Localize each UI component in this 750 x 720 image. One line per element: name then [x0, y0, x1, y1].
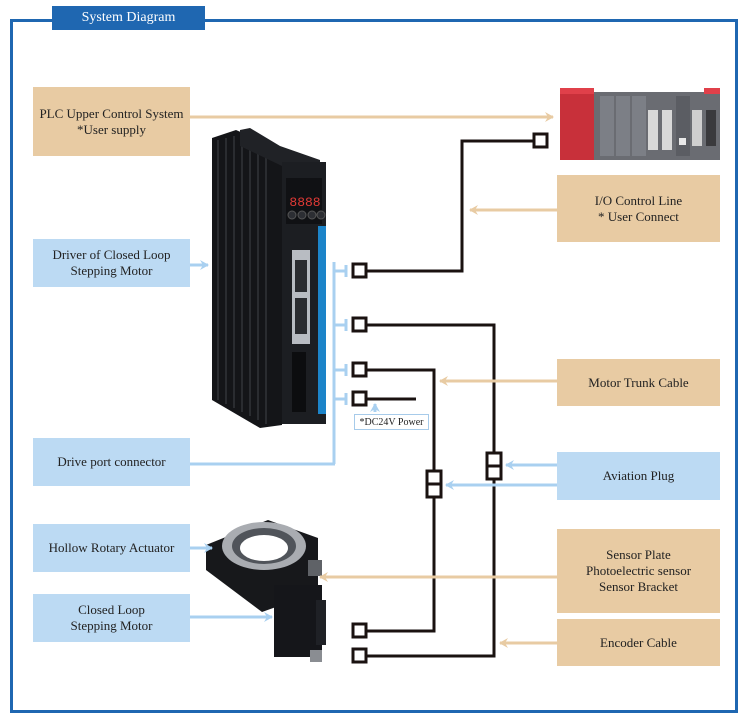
driver-label-line1: Driver of Closed Loop	[52, 247, 171, 262]
drive-port-label: Drive port connector	[57, 454, 166, 469]
sensor-label-line1: Sensor Plate	[606, 547, 671, 562]
blue-arrows	[190, 260, 557, 622]
driver-label-line2: Stepping Motor	[70, 263, 153, 278]
plc-label-line2: *User supply	[77, 121, 146, 137]
closed-loop-motor-label-line1: Closed Loop	[78, 602, 145, 617]
drive-port-bracket	[190, 262, 348, 466]
encoder-cable-label: Encoder Cable	[600, 634, 677, 650]
motor-trunk-label-box: Motor Trunk Cable	[557, 359, 720, 406]
io-control-label-box: I/O Control Line* User Connect	[557, 175, 720, 242]
diagram-frame	[10, 19, 738, 713]
plc-device-image	[560, 88, 720, 160]
closed-loop-motor-label-line2: Stepping Motor	[70, 618, 153, 633]
aviation-plugs	[425, 451, 503, 499]
dc24v-power-label: *DC24V Power	[354, 414, 429, 430]
cables	[360, 139, 535, 658]
drive-port-label-box: Drive port connector	[33, 438, 190, 486]
driver-buttons	[287, 210, 326, 220]
aviation-plug-label: Aviation Plug	[602, 468, 675, 483]
io-control-label-line1: I/O Control Line	[594, 192, 683, 208]
driver-display-readout: 8888	[289, 195, 320, 210]
aviation-plug-label-box: Aviation Plug	[557, 452, 720, 500]
stepping-motor-image	[274, 585, 326, 662]
sensor-label-line2: Photoelectric sensor	[585, 563, 692, 578]
plc-label-line1: PLC Upper Control System	[39, 105, 184, 121]
motor-trunk-label: Motor Trunk Cable	[588, 374, 689, 390]
plc-label-box: PLC Upper Control System*User supply	[33, 87, 190, 156]
diagram-title: System Diagram	[52, 6, 205, 30]
sensor-label-line3: Sensor Bracket	[598, 579, 679, 594]
tan-arrows	[190, 112, 557, 648]
io-control-label-line2: * User Connect	[598, 208, 679, 224]
hollow-rotary-label: Hollow Rotary Actuator	[48, 540, 175, 555]
cable-connectors	[351, 132, 549, 664]
hollow-rotary-label-box: Hollow Rotary Actuator	[33, 524, 190, 572]
driver-device-image	[212, 128, 326, 428]
encoder-cable-label-box: Encoder Cable	[557, 619, 720, 666]
